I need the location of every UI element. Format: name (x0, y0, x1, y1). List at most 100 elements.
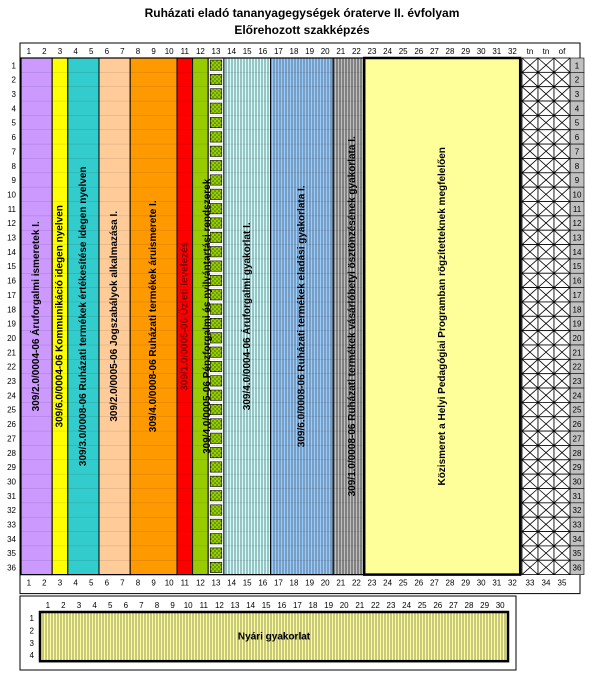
cross-mark (537, 215, 555, 231)
cross-mark (521, 344, 539, 360)
week-number: 20 (7, 334, 16, 343)
cross-mark (521, 86, 539, 102)
dotted-cell (209, 217, 223, 229)
bottom-column-number: 24 (383, 579, 392, 588)
dotted-cell (209, 375, 223, 387)
summer-column-number: 10 (184, 601, 193, 610)
dotted-cell (209, 404, 223, 416)
cross-mark (553, 373, 571, 389)
cross-mark (553, 359, 571, 374)
cross-mark (537, 402, 555, 418)
week-number-right: 10 (573, 190, 582, 199)
module-label: 309/1.0/0005-06 Üzleti levelezés (177, 241, 190, 390)
top-column-number: 2 (42, 47, 47, 56)
cross-mark (521, 272, 539, 288)
cross-mark (553, 387, 571, 403)
module-label: 309/6.0/0008-06 Ruházati termékek eladás… (296, 185, 307, 447)
week-number-right: 14 (573, 248, 582, 257)
summer-column-number: 1 (46, 601, 51, 610)
top-column-number: 23 (368, 47, 377, 56)
summer-column-number: 24 (402, 601, 411, 610)
week-number-right: 36 (573, 564, 582, 573)
week-number: 6 (12, 133, 17, 142)
cross-mark (537, 316, 555, 331)
top-column-number: 18 (290, 47, 299, 56)
week-number-right: 8 (575, 162, 580, 171)
dotted-cell (209, 475, 223, 487)
week-number: 34 (7, 535, 16, 544)
week-number: 23 (7, 377, 16, 386)
module-label: 309/4.0/0004-06 Áruforgalmi gyakorlat I. (240, 222, 253, 410)
week-number: 12 (7, 219, 16, 228)
top-column-number: 15 (243, 47, 252, 56)
top-column-number: 17 (274, 47, 283, 56)
cross-mark (537, 186, 555, 202)
module-block (20, 57, 53, 576)
extra-column-header: tn (543, 47, 550, 56)
dotted-cell (209, 59, 223, 71)
cross-mark (521, 473, 539, 489)
cross-mark (537, 172, 555, 188)
dotted-cell (209, 88, 223, 100)
week-number: 13 (7, 234, 16, 243)
module-label: 309/6.0/0004-06 Kommunikáció idegen nyel… (55, 205, 66, 427)
cross-mark (537, 387, 555, 403)
week-number: 29 (7, 463, 16, 472)
dotted-cell (209, 131, 223, 143)
extra-column-header: tn (527, 47, 534, 56)
cross-mark (553, 100, 571, 116)
bottom-column-number: 9 (151, 579, 156, 588)
top-column-number: 26 (414, 47, 423, 56)
week-number-right: 3 (575, 90, 580, 99)
week-number-right: 6 (575, 133, 580, 142)
bottom-column-number: 11 (181, 579, 190, 588)
week-number-right: 2 (575, 76, 580, 85)
week-number: 18 (7, 305, 16, 314)
bottom-column-number: 35 (558, 579, 567, 588)
cross-mark (537, 129, 555, 145)
cross-mark (537, 459, 555, 475)
week-number-right: 1 (575, 61, 580, 70)
week-number: 11 (8, 205, 17, 214)
top-column-number: 14 (227, 47, 236, 56)
week-number-right: 26 (573, 420, 582, 429)
cross-mark (553, 143, 571, 159)
dotted-cell (209, 231, 223, 243)
summer-column-number: 9 (170, 601, 175, 610)
dotted-cell (209, 332, 223, 344)
extra-column-header: of (559, 47, 566, 56)
dotted-cell (209, 260, 223, 272)
cross-mark (553, 72, 571, 87)
cross-mark (521, 416, 539, 432)
top-column-number: 19 (305, 47, 314, 56)
module-label: 309/3.0/0008-06 Ruházati termékek értéke… (78, 166, 89, 466)
top-column-number: 9 (151, 47, 156, 56)
summer-column-number: 13 (231, 601, 240, 610)
top-column-number: 10 (165, 47, 174, 56)
week-number: 25 (7, 406, 16, 415)
summer-column-number: 8 (155, 601, 160, 610)
week-number: 36 (7, 564, 16, 573)
cross-mark (537, 115, 555, 131)
dotted-cell (209, 160, 223, 172)
week-number: 5 (12, 119, 17, 128)
week-number: 22 (7, 363, 16, 372)
bottom-column-number: 13 (212, 579, 221, 588)
cross-mark (537, 272, 555, 288)
bottom-column-number: 29 (461, 579, 470, 588)
cross-mark (521, 186, 539, 202)
cross-mark (537, 330, 555, 346)
summer-column-number: 3 (77, 601, 82, 610)
cross-mark (521, 559, 539, 575)
week-number-right: 24 (573, 391, 582, 400)
summer-row-number: 1 (30, 614, 35, 623)
cross-mark (537, 531, 555, 547)
week-number-right: 5 (575, 119, 580, 128)
bottom-column-number: 15 (243, 579, 252, 588)
top-column-number: 7 (120, 47, 125, 56)
cross-mark (521, 258, 539, 274)
dotted-cell (209, 461, 223, 473)
week-number-right: 9 (575, 176, 580, 185)
cross-mark (537, 473, 555, 489)
summer-column-number: 22 (371, 601, 380, 610)
